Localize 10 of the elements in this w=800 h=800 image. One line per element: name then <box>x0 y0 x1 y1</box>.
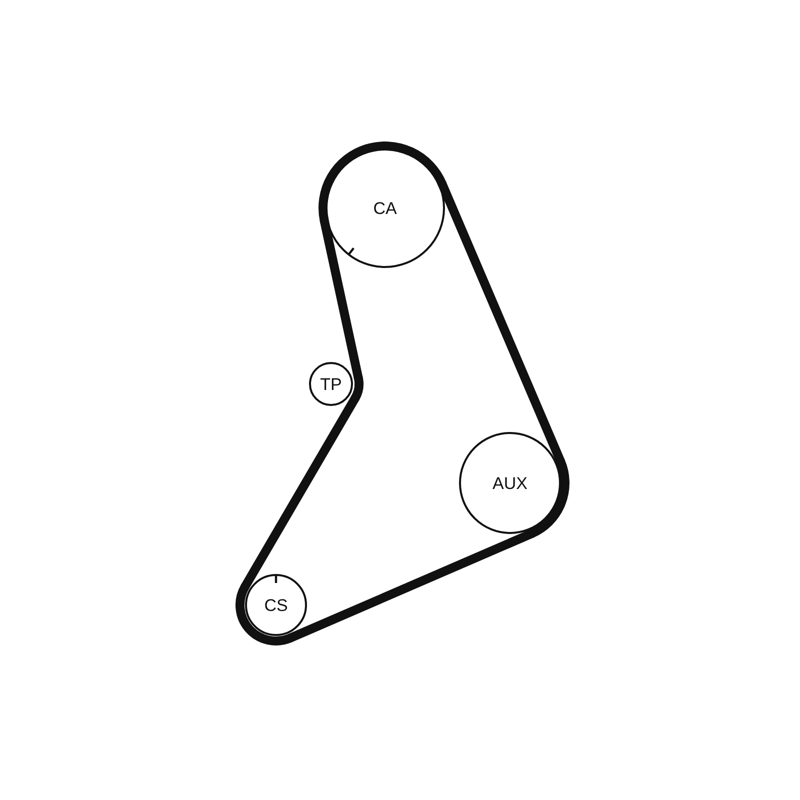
belt-span <box>286 528 536 643</box>
pulley <box>309 362 353 406</box>
pulley <box>459 432 561 534</box>
pulley-label: CA <box>373 200 397 216</box>
pulley <box>245 574 307 636</box>
pulley-label: TP <box>320 376 342 392</box>
pulley-label: AUX <box>492 474 528 492</box>
belt-span <box>240 394 360 592</box>
belt-span <box>320 216 363 383</box>
pulley-label: CS <box>264 596 288 614</box>
